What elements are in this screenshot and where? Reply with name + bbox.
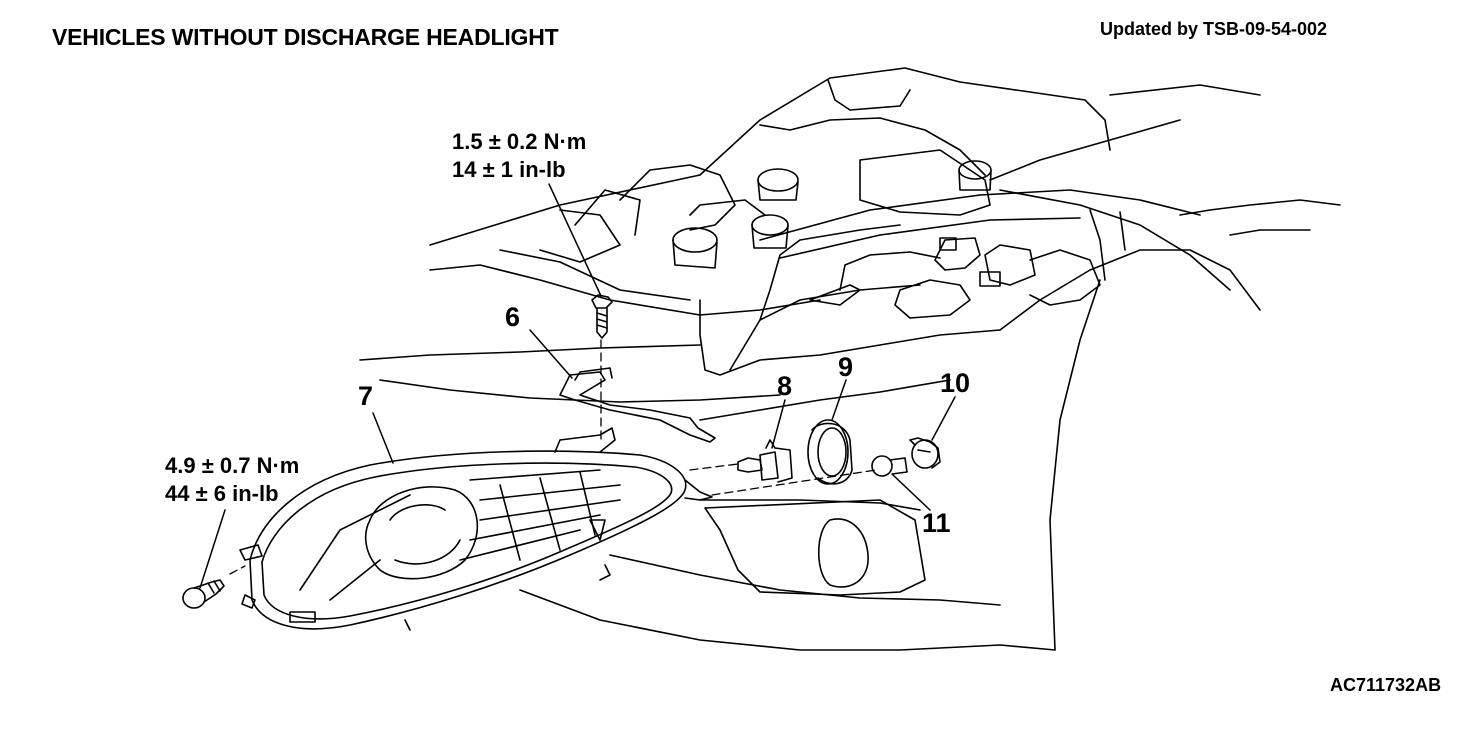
torque-spec-bolt: 4.9 ± 0.7 N·m 44 ± 6 in-lb <box>165 452 299 508</box>
callout-10: 10 <box>940 368 971 398</box>
callout-7: 7 <box>358 381 374 411</box>
torque-imperial: 44 ± 6 in-lb <box>165 481 279 506</box>
torque-spec-screw: 1.5 ± 0.2 N·m 14 ± 1 in-lb <box>452 128 586 184</box>
update-note: Updated by TSB-09-54-002 <box>1100 19 1328 39</box>
bulb-socket <box>909 437 941 469</box>
lower-bolt <box>182 579 225 609</box>
diagram-title: VEHICLES WITHOUT DISCHARGE HEADLIGHT <box>52 24 559 50</box>
leader-lines <box>199 183 956 589</box>
headlight-assembly <box>239 427 713 631</box>
figure-code: AC711732AB <box>1330 675 1442 695</box>
callout-8: 8 <box>777 371 793 401</box>
callout-11: 11 <box>922 508 951 538</box>
dust-cover <box>807 419 853 485</box>
position-lamp-bulb <box>871 455 908 477</box>
headlight-bracket <box>559 367 716 443</box>
callout-6: 6 <box>505 302 521 332</box>
callout-9: 9 <box>838 352 854 382</box>
torque-metric: 4.9 ± 0.7 N·m <box>165 453 300 478</box>
upper-screw <box>591 294 613 339</box>
torque-imperial: 14 ± 1 in-lb <box>452 157 566 182</box>
front-bumper-outline <box>359 84 1341 651</box>
assembly-lines <box>229 339 877 575</box>
engine-compartment <box>429 67 1201 376</box>
headlight-bulb <box>737 439 793 483</box>
torque-metric: 1.5 ± 0.2 N·m <box>452 129 587 154</box>
